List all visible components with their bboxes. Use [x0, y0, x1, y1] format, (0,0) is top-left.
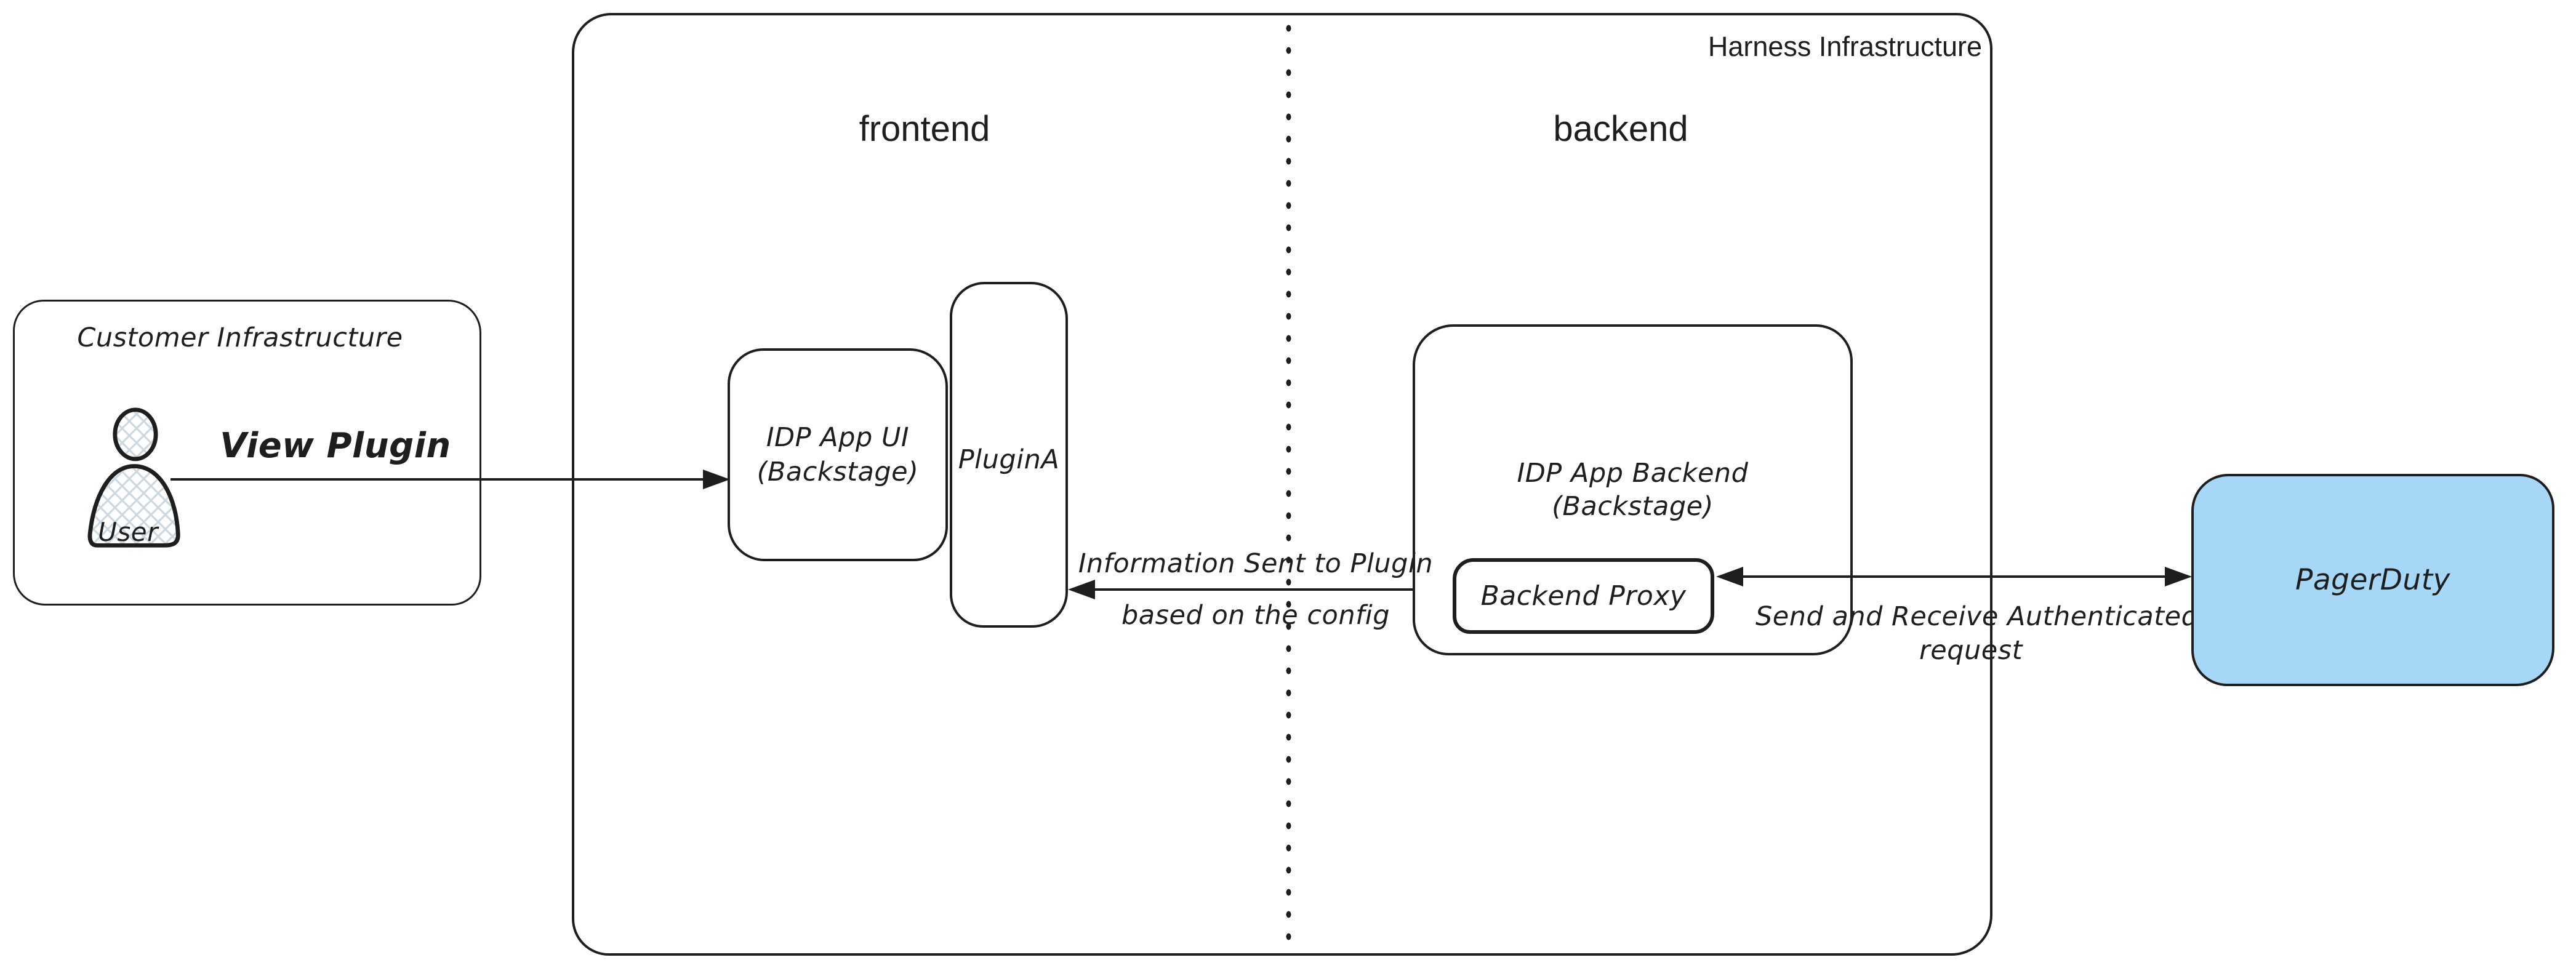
customer-infrastructure-box [13, 300, 481, 606]
idp-app-ui-label: IDP App UI (Backstage) [728, 420, 948, 489]
view-plugin-arrow-label: View Plugin [220, 426, 451, 466]
info-sent-arrow-label-line2: based on the config [1121, 600, 1390, 631]
pagerduty-label: PagerDuty [2295, 563, 2450, 597]
backend-proxy-label: Backend Proxy [1480, 580, 1687, 612]
backend-lane-label: backend [1553, 109, 1688, 149]
auth-request-arrow-line [1741, 575, 2167, 578]
backend-proxy-box: Backend Proxy [1453, 558, 1714, 634]
harness-infrastructure-box [572, 13, 1992, 956]
auth-request-arrowhead-left-icon [1716, 567, 1743, 586]
info-sent-arrow-line [1092, 588, 1413, 591]
idp-app-ui-label-line1: IDP App UI [766, 422, 910, 453]
idp-app-backend-label: IDP App Backend (Backstage) [1413, 457, 1853, 523]
pagerduty-box: PagerDuty [2191, 474, 2554, 686]
idp-app-backend-label-line1: IDP App Backend [1517, 458, 1749, 489]
view-plugin-arrow-line [171, 478, 705, 481]
idp-app-ui-box [728, 348, 948, 561]
auth-request-arrow-label-line2: request [1919, 635, 2023, 666]
info-sent-arrowhead-icon [1068, 580, 1095, 599]
user-label: User [98, 517, 158, 547]
plugin-a-box [950, 282, 1068, 628]
frontend-backend-divider [1286, 17, 1291, 951]
auth-request-arrow-label-line1: Send and Receive Authenticated [1755, 601, 2199, 632]
info-sent-arrow-label-line1: Information Sent to Plugin [1078, 548, 1434, 579]
auth-request-arrowhead-right-icon [2165, 567, 2192, 586]
plugin-a-label: PluginA [958, 444, 1060, 475]
user-icon [87, 407, 180, 548]
idp-app-ui-label-line2: (Backstage) [756, 457, 919, 487]
frontend-lane-label: frontend [859, 109, 990, 149]
view-plugin-arrowhead-icon [703, 470, 730, 489]
customer-infrastructure-label: Customer Infrastructure [77, 322, 403, 353]
harness-infrastructure-label: Harness Infrastructure [1707, 31, 1982, 62]
idp-app-backend-label-line2: (Backstage) [1552, 491, 1714, 522]
